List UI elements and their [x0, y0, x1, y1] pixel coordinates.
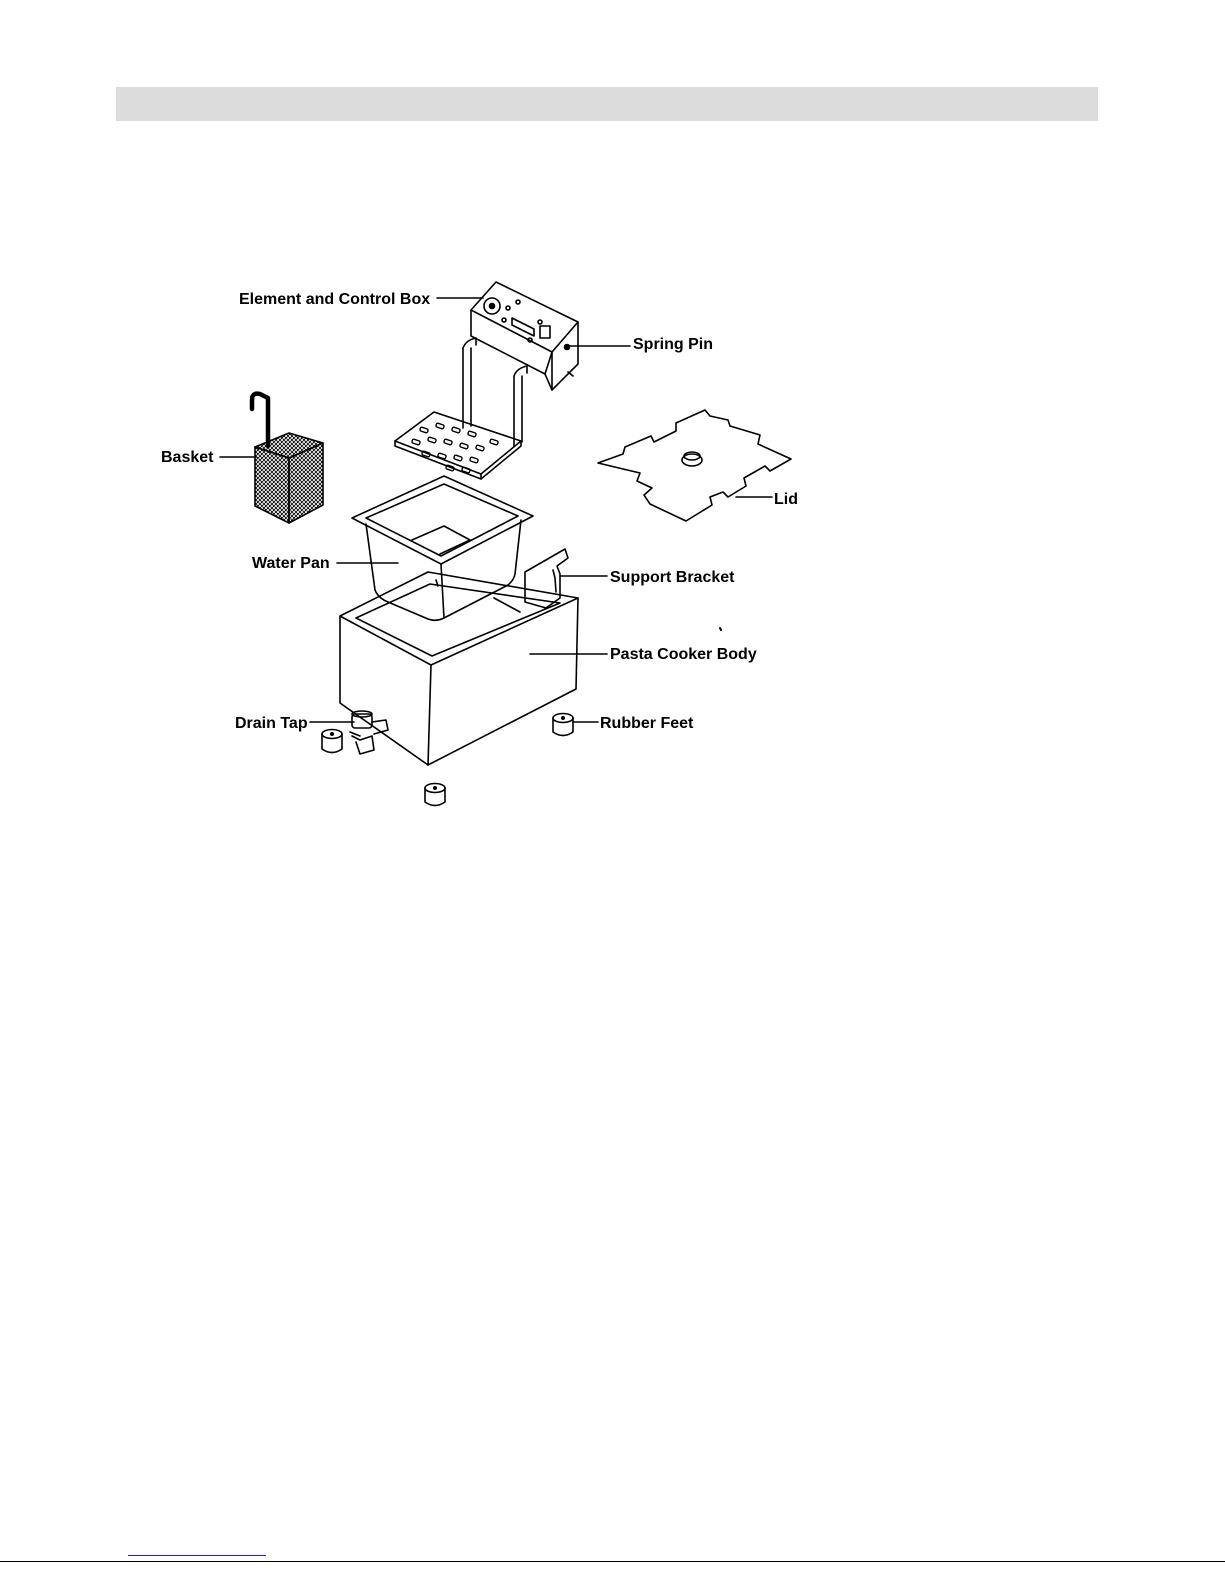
footer-link-underline[interactable]	[128, 1555, 266, 1556]
label-pasta-cooker-body: Pasta Cooker Body	[610, 646, 757, 663]
basket-part	[252, 394, 323, 523]
label-lid: Lid	[774, 491, 798, 508]
lid-part	[598, 410, 791, 521]
label-support-bracket: Support Bracket	[610, 569, 735, 586]
label-spring-pin: Spring Pin	[633, 336, 713, 353]
label-rubber-feet: Rubber Feet	[600, 715, 694, 732]
label-element-control-box: Element and Control Box	[239, 291, 430, 308]
control-box-part	[395, 282, 578, 479]
water-pan-part	[352, 476, 533, 620]
pasta-cooker-body-part	[340, 572, 721, 765]
footer-divider	[0, 1561, 1225, 1562]
label-basket: Basket	[161, 449, 214, 466]
label-drain-tap: Drain Tap	[235, 715, 308, 732]
label-water-pan: Water Pan	[252, 555, 330, 572]
